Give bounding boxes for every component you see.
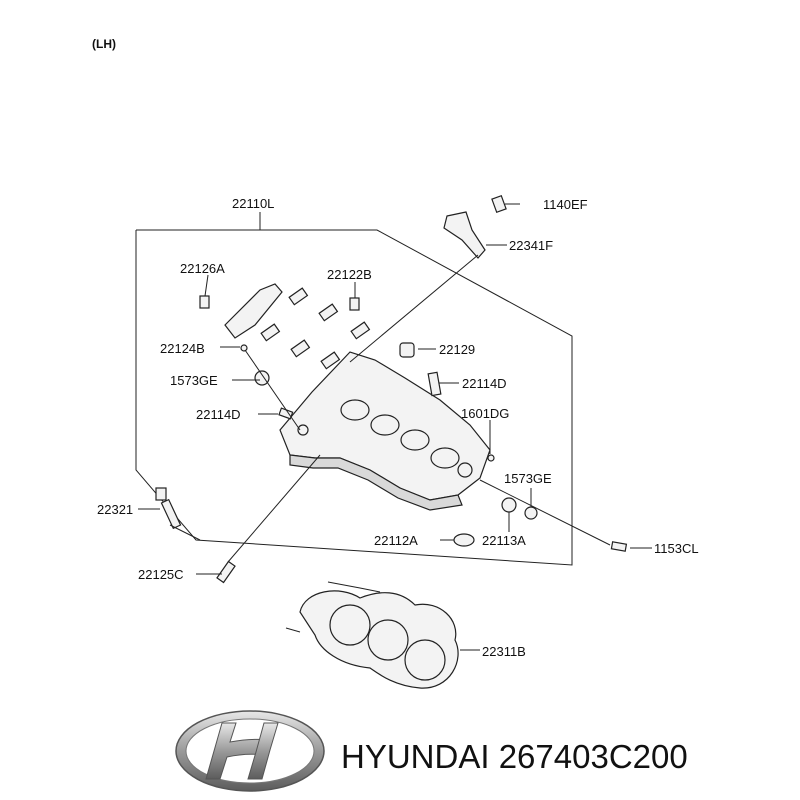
part-label: 22311B <box>482 644 526 659</box>
brand-part-number: HYUNDAI 267403C200 <box>341 738 688 776</box>
side-label: (LH) <box>92 37 116 51</box>
part-label: 22114D <box>196 407 241 422</box>
part-label: 1573GE <box>504 471 552 486</box>
part-label: 1601DG <box>461 406 509 421</box>
part-number: 267403C200 <box>498 738 688 775</box>
part-label: 22110L <box>232 196 274 211</box>
part-label: 22114D <box>462 376 507 391</box>
part-label: 22122B <box>327 267 372 282</box>
small-parts <box>155 194 628 584</box>
head-gasket <box>285 581 459 689</box>
part-label: 22125C <box>138 567 184 582</box>
part-label: 22124B <box>160 341 205 356</box>
part-label: 1140EF <box>543 197 588 212</box>
hyundai-logo-icon <box>175 710 325 792</box>
part-label: 22113A <box>482 533 526 548</box>
assembly-boundary <box>135 229 573 566</box>
part-label: 1153CL <box>654 541 699 556</box>
part-labels: 22110L 1140EF 22341F 22126A 22122B 22124… <box>97 196 699 659</box>
part-label: 22321 <box>97 502 133 517</box>
part-label: 22129 <box>439 342 475 357</box>
brand-name: HYUNDAI <box>341 738 490 775</box>
part-label: 22341F <box>509 238 553 253</box>
part-label: 22112A <box>374 533 418 548</box>
leader-lines <box>138 203 652 651</box>
part-label: 22126A <box>180 261 225 276</box>
cylinder-head <box>279 351 491 511</box>
part-label: 1573GE <box>170 373 218 388</box>
